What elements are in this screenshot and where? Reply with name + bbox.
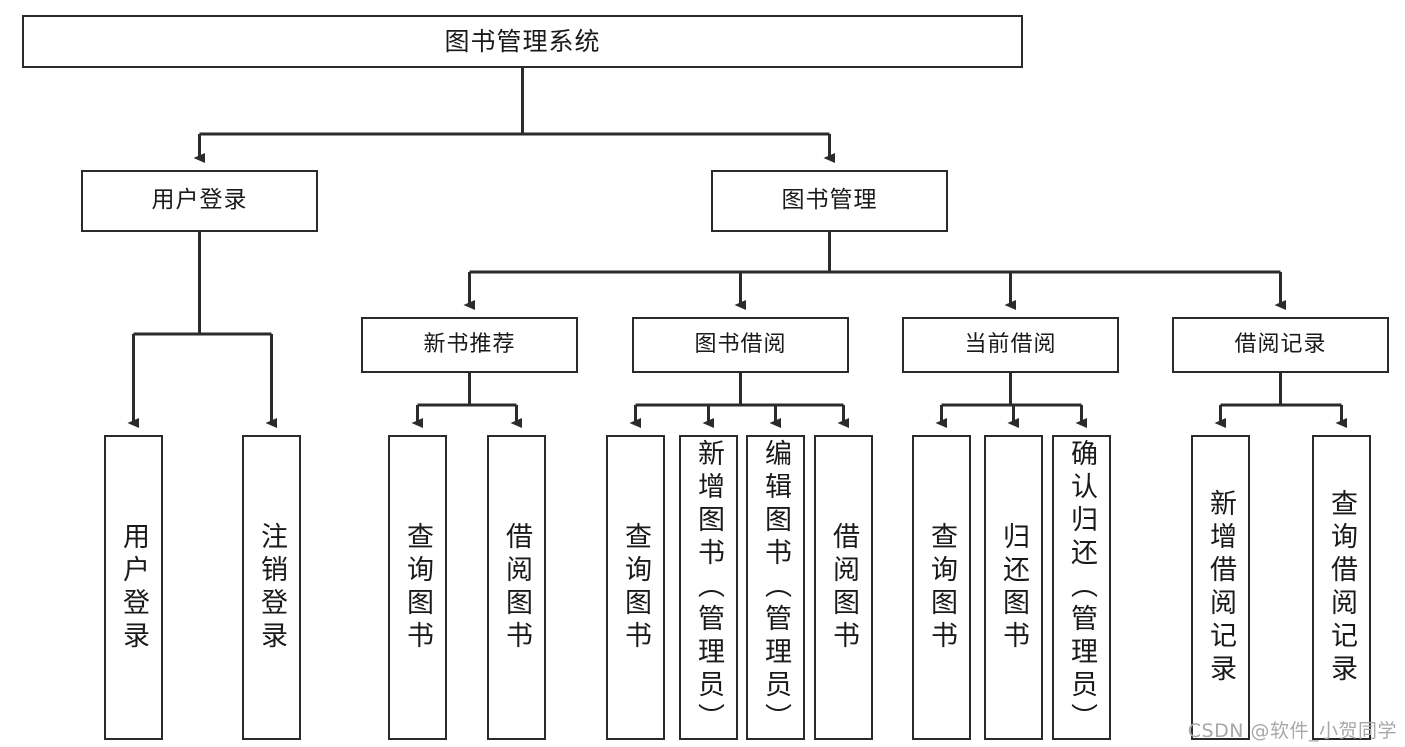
node-leaf-confirm-return[interactable]: 确认归还（管理员） [1052, 435, 1111, 740]
node-leaf-add-record[interactable]: 新增借阅记录 [1191, 435, 1250, 740]
node-borrow-record-label: 借阅记录 [1234, 332, 1327, 358]
node-leaf-query-book-2[interactable]: 查询图书 [606, 435, 665, 740]
node-current-borrow-label: 当前借阅 [964, 332, 1057, 358]
node-leaf-user-logout-label: 注销登录 [256, 521, 287, 654]
node-leaf-edit-book[interactable]: 编辑图书（管理员） [746, 435, 805, 740]
node-leaf-query-book-1-label: 查询图书 [402, 521, 433, 654]
node-leaf-user-login-label: 用户登录 [118, 521, 149, 654]
node-root[interactable]: 图书管理系统 [22, 15, 1023, 68]
node-borrow-record[interactable]: 借阅记录 [1172, 317, 1389, 373]
node-book-manage[interactable]: 图书管理 [711, 170, 948, 232]
node-book-borrow[interactable]: 图书借阅 [632, 317, 849, 373]
node-leaf-add-record-label: 新增借阅记录 [1205, 488, 1236, 687]
csdn-watermark: CSDN @软件_小贺同学 [1187, 720, 1397, 742]
node-leaf-confirm-return-label: 确认归还（管理员） [1066, 439, 1097, 736]
node-current-borrow[interactable]: 当前借阅 [902, 317, 1119, 373]
node-leaf-user-logout[interactable]: 注销登录 [242, 435, 301, 740]
node-leaf-query-record[interactable]: 查询借阅记录 [1312, 435, 1371, 740]
node-leaf-query-book-1[interactable]: 查询图书 [388, 435, 447, 740]
node-user-login-label: 用户登录 [151, 187, 248, 214]
node-leaf-query-book-3[interactable]: 查询图书 [912, 435, 971, 740]
node-user-login[interactable]: 用户登录 [81, 170, 318, 232]
node-leaf-add-book-label: 新增图书（管理员） [693, 439, 724, 736]
node-leaf-query-record-label: 查询借阅记录 [1326, 488, 1357, 687]
node-leaf-borrow-book-1-label: 借阅图书 [501, 521, 532, 654]
node-root-label: 图书管理系统 [444, 26, 601, 56]
node-book-borrow-label: 图书借阅 [694, 332, 787, 358]
node-new-book-rec[interactable]: 新书推荐 [361, 317, 578, 373]
node-leaf-borrow-book-2[interactable]: 借阅图书 [814, 435, 873, 740]
node-new-book-rec-label: 新书推荐 [423, 332, 516, 358]
node-leaf-borrow-book-1[interactable]: 借阅图书 [487, 435, 546, 740]
node-leaf-return-book[interactable]: 归还图书 [984, 435, 1043, 740]
node-leaf-query-book-3-label: 查询图书 [926, 521, 957, 654]
node-leaf-query-book-2-label: 查询图书 [620, 521, 651, 654]
node-leaf-borrow-book-2-label: 借阅图书 [828, 521, 859, 654]
node-leaf-user-login[interactable]: 用户登录 [104, 435, 163, 740]
node-leaf-edit-book-label: 编辑图书（管理员） [760, 439, 791, 736]
node-book-manage-label: 图书管理 [781, 187, 878, 214]
node-leaf-add-book[interactable]: 新增图书（管理员） [679, 435, 738, 740]
node-leaf-return-book-label: 归还图书 [998, 521, 1029, 654]
